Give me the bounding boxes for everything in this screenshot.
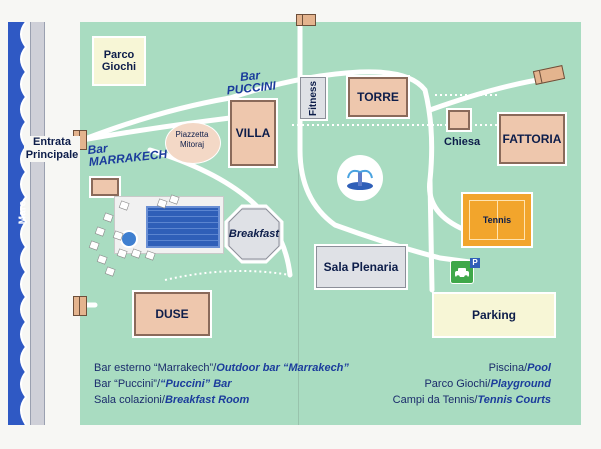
chiesa-label: Chiesa	[444, 136, 481, 148]
fitness-building: Fitness	[298, 75, 328, 121]
sala-plenaria-building: Sala Plenaria	[314, 244, 408, 290]
legend-right-item: Piscina/Pool	[488, 362, 551, 374]
entrata-principale-label: Entrata Principale	[24, 136, 80, 162]
tennis-courts	[461, 192, 533, 248]
piazzetta-mitoraj-label: Piazzetta Mitoraj	[175, 130, 209, 149]
parking-area: Parking	[432, 292, 556, 338]
legend-left: Bar esterno “Marrakech”/Outdoor bar “Mar…	[94, 360, 349, 408]
duse-building: DUSE	[132, 290, 212, 338]
parco-giochi: Parco Giochi	[92, 36, 146, 86]
gate-top	[296, 14, 316, 26]
villa-building: VILLA	[228, 98, 278, 168]
piazzetta-mitoraj	[165, 122, 221, 164]
legend-left-item: Bar esterno “Marrakech”/Outdoor bar “Mar…	[94, 362, 349, 374]
breakfast-label: Breakfast	[228, 228, 280, 240]
swimming-pool	[146, 206, 220, 248]
sea-waves	[8, 22, 28, 425]
fountain-icon	[347, 169, 373, 190]
legend-left-item: Bar “Puccini”/“Puccini” Bar	[94, 378, 232, 390]
breakfast-building	[224, 204, 284, 264]
fitness-label: Fitness	[307, 80, 319, 116]
bar-marrakech-building	[89, 176, 121, 198]
torre-building: TORRE	[346, 75, 410, 119]
electric-car-charging-icon	[455, 268, 469, 279]
brochure-fold	[298, 22, 299, 425]
legend-right-item: Parco Giochi/Playground	[424, 378, 551, 390]
legend-left-item: Sala colazioni/Breakfast Room	[94, 394, 250, 406]
tennis-court-net	[497, 200, 498, 240]
bar-puccini-label: Bar PUCCINI	[226, 68, 277, 98]
seafront-promenade	[30, 22, 45, 425]
parking-sign-icon: P	[470, 258, 480, 268]
gate-bottom-left	[73, 296, 87, 316]
legend-right-item: Campi da Tennis/Tennis Courts	[392, 394, 551, 406]
chiesa-building	[446, 108, 472, 132]
tennis-label: Tennis	[482, 215, 512, 225]
sun-loungers	[88, 194, 180, 277]
fattoria-building: FATTORIA	[497, 112, 567, 166]
legend-right: Piscina/Pool Parco Giochi/Playground Cam…	[393, 360, 551, 408]
